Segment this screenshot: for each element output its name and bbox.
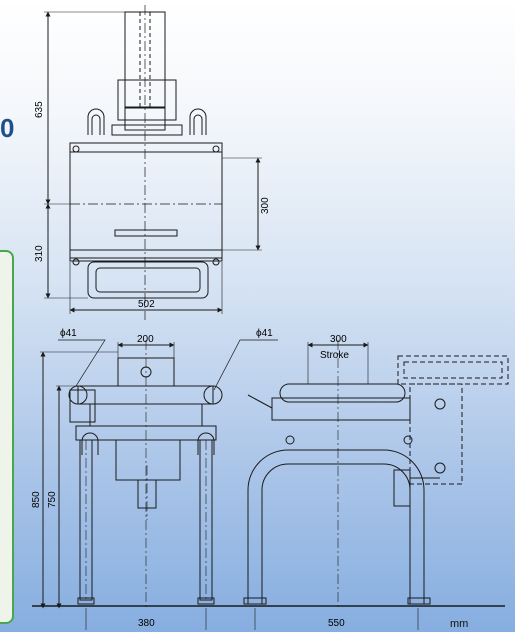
dim-bottom-height: 310 — [34, 245, 45, 262]
dim-height-850: 850 — [31, 491, 42, 508]
dim-top-width: 502 — [138, 299, 155, 310]
section-number-badge: 0 — [0, 113, 15, 143]
dim-phi-left: ϕ41 — [60, 328, 77, 339]
dim-height-750: 750 — [47, 491, 58, 508]
left-panel-edge — [0, 250, 14, 624]
dim-width-380: 380 — [138, 618, 155, 629]
dim-stroke-value: 300 — [330, 334, 347, 345]
dim-stroke-label: Stroke — [320, 350, 349, 361]
dim-top-height: 635 — [34, 101, 45, 118]
dim-right-height: 300 — [260, 197, 271, 214]
dim-width-200: 200 — [137, 334, 154, 345]
unit-label: mm — [450, 618, 469, 630]
dim-phi-right: ϕ41 — [256, 328, 273, 339]
dim-width-550: 550 — [328, 618, 345, 629]
